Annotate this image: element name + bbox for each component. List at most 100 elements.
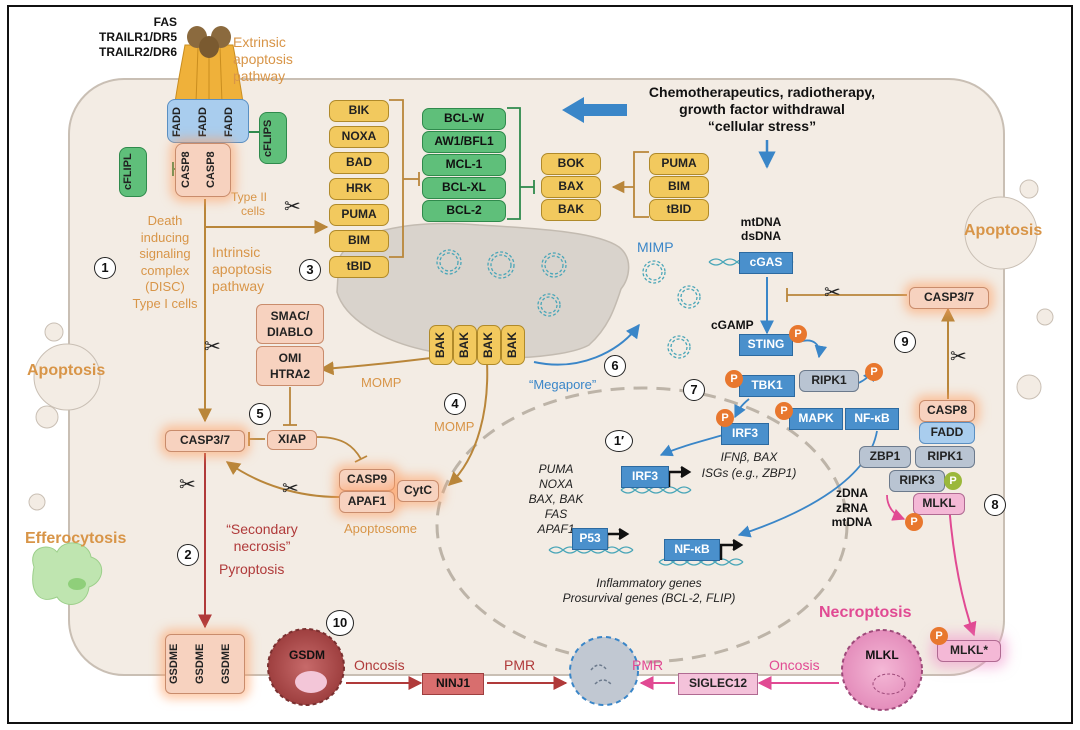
- step-1: 1: [94, 257, 116, 279]
- casp9-box: CASP9: [339, 469, 395, 491]
- apoptosome-label: Apoptosome: [344, 521, 417, 536]
- phospho-mlkl-star: P: [930, 627, 948, 645]
- ripk3-box: RIPK3: [889, 470, 945, 492]
- phospho-ripk3: P: [944, 472, 962, 490]
- apoptosis-right-label: Apoptosis: [964, 222, 1043, 239]
- fadd-1: FADD: [171, 107, 183, 137]
- casp8-disc-2: CASP8: [205, 151, 217, 189]
- casp8-necrosome: CASP8: [919, 400, 975, 422]
- anti-bclxl: BCL-XL: [422, 177, 506, 199]
- cflip-l: cFLIPL: [122, 153, 134, 191]
- phospho-sting: P: [789, 325, 807, 343]
- scissors-icon: ✂: [282, 478, 299, 500]
- bak-2: BAK: [453, 325, 477, 365]
- eff-bax: BAX: [541, 176, 601, 198]
- fadd-necrosome: FADD: [919, 422, 975, 444]
- fadd-complex: [167, 99, 249, 143]
- bh3-puma: PUMA: [329, 204, 389, 226]
- irf3-nuc-box: IRF3: [621, 466, 669, 488]
- momp-left: MOMP: [361, 375, 402, 390]
- diagram-background: [28, 26, 1054, 711]
- scissors-icon: ✂: [179, 474, 196, 496]
- step-8: 8: [984, 494, 1006, 516]
- receptor-trailr2: TRAILR2/DR6: [98, 45, 177, 59]
- phospho-ripk1: P: [865, 363, 883, 381]
- ninj1-box: NINJ1: [422, 673, 484, 695]
- casp37-left: CASP3/7: [165, 430, 245, 452]
- step-3: 3: [299, 259, 321, 281]
- scissors-icon: ✂: [950, 346, 967, 368]
- cgamp-label: cGAMP: [711, 318, 754, 332]
- step-7: 7: [683, 379, 705, 401]
- bh3-hrk: HRK: [329, 178, 389, 200]
- tbk1-box: TBK1: [739, 375, 795, 397]
- apoptosis-left-label: Apoptosis: [27, 362, 106, 379]
- nfkb-nuc-box: NF-κB: [664, 539, 720, 561]
- bh3-bad: BAD: [329, 152, 389, 174]
- cflip-s: cFLIPS: [262, 119, 274, 157]
- smac-box: SMAC/DIABLO: [256, 304, 324, 344]
- receptor-fas: FAS: [153, 15, 177, 29]
- act-tbid: tBID: [649, 199, 709, 221]
- step-10: 10: [326, 610, 354, 636]
- step-1-prime: 1′: [605, 430, 633, 452]
- step-5: 5: [249, 403, 271, 425]
- necroptosis-label: Necroptosis: [819, 604, 912, 621]
- cflip-l-box: [119, 147, 147, 197]
- phospho-tbk1: P: [725, 370, 743, 388]
- bh3-noxa: NOXA: [329, 126, 389, 148]
- oncosis-left: Oncosis: [354, 657, 405, 673]
- megapore-label: “Megapore”: [529, 377, 597, 392]
- irf3-top-box: IRF3: [721, 423, 769, 445]
- pmr-left: PMR: [504, 657, 536, 673]
- anti-mcl1: MCL-1: [422, 154, 506, 176]
- act-puma: PUMA: [649, 153, 709, 175]
- step-9: 9: [894, 331, 916, 353]
- fadd-3: FADD: [223, 107, 235, 137]
- gsdme-1: GSDME: [168, 643, 180, 685]
- scissors-icon: ✂: [284, 196, 301, 218]
- bh3-bik: BIK: [329, 100, 389, 122]
- bak-3: BAK: [477, 325, 501, 365]
- mlkl-star-box: MLKL*: [937, 640, 1001, 662]
- mimp-label: MIMP: [637, 239, 674, 255]
- scissors-icon: ✂: [824, 282, 841, 304]
- p53-box: P53: [572, 528, 608, 550]
- anti-bclw: BCL-W: [422, 108, 506, 130]
- efferocytosis-label: Efferocytosis: [25, 530, 127, 547]
- stress-label: Chemotherapeutics, radiotherapy,growth f…: [648, 84, 876, 134]
- eff-bok: BOK: [541, 153, 601, 175]
- cgas-box: cGAS: [739, 252, 793, 274]
- mlkl-cell-label: MLKL: [865, 648, 899, 662]
- anti-bcl2: BCL-2: [422, 200, 506, 222]
- phospho-mapk: P: [775, 402, 793, 420]
- mapk-box: MAPK: [789, 408, 843, 430]
- bak-pore: BAK BAK BAK BAK: [429, 325, 527, 365]
- fadd-2: FADD: [197, 107, 209, 137]
- eff-bak: BAK: [541, 199, 601, 221]
- scissors-icon: ✂: [204, 336, 221, 358]
- gsdme-group: [165, 634, 245, 694]
- bak-1: BAK: [429, 325, 453, 365]
- apaf1-box: APAF1: [339, 491, 395, 513]
- zbp1-box: ZBP1: [859, 446, 911, 468]
- oncosis-right: Oncosis: [769, 657, 820, 673]
- casp8-disc-1: CASP8: [180, 151, 192, 189]
- gsdm-label: GSDM: [289, 648, 325, 662]
- phospho-irf3: P: [716, 409, 734, 427]
- cytc-box: CytC: [397, 480, 439, 502]
- phospho-mlkl: P: [905, 513, 923, 531]
- pmr-right: PMR: [632, 657, 664, 673]
- sting-box: STING: [739, 334, 793, 356]
- siglec12-box: SIGLEC12: [678, 673, 758, 695]
